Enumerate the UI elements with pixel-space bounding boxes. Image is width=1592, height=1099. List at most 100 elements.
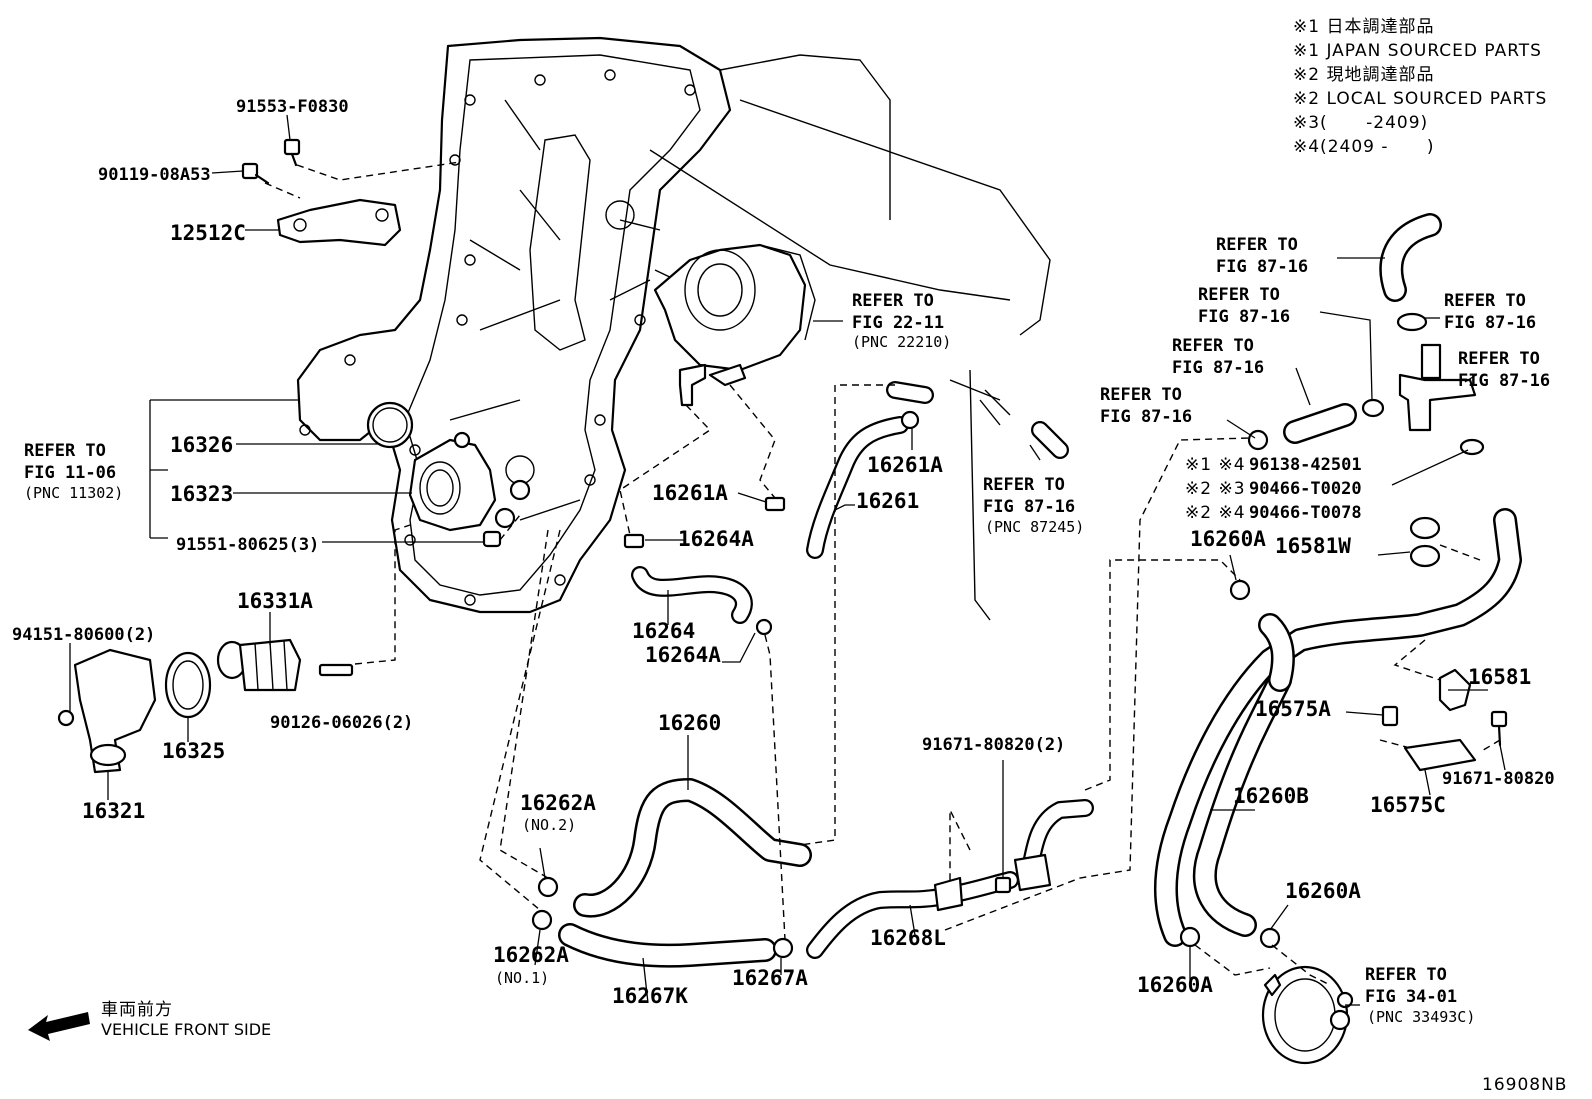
label-16321: 16321 bbox=[82, 799, 145, 823]
note-line-6: ※4(2409 - ) bbox=[1293, 137, 1435, 157]
gasket-16325-illustration bbox=[164, 651, 212, 719]
thermostat-16331a-illustration bbox=[216, 638, 302, 692]
ref-87-16-c-line1: REFER TO bbox=[1172, 336, 1254, 356]
timing-cover-illustration bbox=[296, 36, 1051, 621]
tee-joint-87-16-illustration bbox=[1398, 343, 1477, 432]
label-91551-80625: 91551-80625(3) bbox=[176, 535, 319, 555]
ref-87-16-c-line2: FIG 87-16 bbox=[1172, 358, 1264, 378]
label-16575a: 16575A bbox=[1255, 697, 1331, 721]
label-16267a: 16267A bbox=[732, 966, 808, 990]
label-16264: 16264 bbox=[632, 619, 695, 643]
hose-16267k-illustration bbox=[558, 923, 777, 968]
ref-22-11-line1: REFER TO bbox=[852, 291, 934, 311]
label-16268l: 16268L bbox=[870, 926, 946, 950]
sensor-16575a-icon bbox=[1381, 705, 1399, 727]
label-16262a-no1: 16262A bbox=[493, 943, 569, 967]
bolt-91551-icon bbox=[482, 530, 502, 548]
label-94151-80600: 94151-80600(2) bbox=[12, 625, 155, 645]
oil-cooler-illustration bbox=[1261, 965, 1354, 1065]
ref-34-01-line3: (PNC 33493C) bbox=[1367, 1008, 1475, 1026]
label-16260a-top: 16260A bbox=[1190, 527, 1266, 551]
label-no2: (NO.2) bbox=[522, 816, 576, 834]
label-16575c: 16575C bbox=[1370, 793, 1446, 817]
label-90466-t0020: 90466-T0020 bbox=[1249, 479, 1362, 499]
clamp-16267a-icon bbox=[772, 937, 794, 959]
vehicle-front-jp: 車両前方 bbox=[101, 1000, 173, 1020]
clamp-16262a-no2-icon bbox=[537, 876, 559, 898]
assembly-dashed-lines bbox=[264, 161, 1501, 986]
ref-87-16-center-line2: FIG 87-16 bbox=[983, 497, 1075, 517]
bolt-91553-icon bbox=[283, 138, 301, 167]
ref-11-06-line3: (PNC 11302) bbox=[24, 484, 123, 502]
hose-16260-illustration bbox=[573, 778, 812, 918]
ref-87-16-a-line2: FIG 87-16 bbox=[1216, 257, 1308, 277]
ref-87-16-f-line1: REFER TO bbox=[1458, 349, 1540, 369]
hose-16261-illustration bbox=[806, 381, 934, 559]
ref-87-16-e-line2: FIG 87-16 bbox=[1444, 313, 1536, 333]
water-inlet-16321-illustration bbox=[57, 648, 157, 774]
ref-22-11-line3: (PNC 22210) bbox=[852, 333, 951, 351]
bracket-16575c-illustration bbox=[1403, 738, 1477, 772]
label-no1: (NO.1) bbox=[495, 969, 549, 987]
label-96138-42501: 96138-42501 bbox=[1249, 455, 1362, 475]
notes-block: ※1 日本調達部品 ※1 JAPAN SOURCED PARTS ※2 現地調達… bbox=[1293, 17, 1547, 157]
vehicle-front-en: VEHICLE FRONT SIDE bbox=[101, 1020, 271, 1039]
bolt-91671-80820-icon bbox=[1490, 710, 1508, 747]
ref-87-16-d-line1: REFER TO bbox=[1100, 385, 1182, 405]
ref-87-16-a-line1: REFER TO bbox=[1216, 235, 1298, 255]
stud-90126-icon bbox=[318, 663, 354, 677]
ref-34-01-line1: REFER TO bbox=[1365, 965, 1447, 985]
ref-34-01-line2: FIG 34-01 bbox=[1365, 987, 1457, 1007]
label-90466-t0078: 90466-T0078 bbox=[1249, 503, 1362, 523]
label-16264a-top: 16264A bbox=[678, 527, 754, 551]
label-91671-80820-2: 91671-80820(2) bbox=[922, 735, 1065, 755]
ref-87-16-b-line2: FIG 87-16 bbox=[1198, 307, 1290, 327]
mark-1-4: ※1 ※4 bbox=[1185, 455, 1246, 475]
clamp-16260a-right-icon bbox=[1259, 927, 1281, 949]
label-16323: 16323 bbox=[170, 482, 233, 506]
label-16267k: 16267K bbox=[612, 984, 688, 1008]
label-12512c: 12512C bbox=[170, 221, 246, 245]
clamp-16264a-bottom-icon bbox=[755, 618, 773, 636]
hose-16264-illustration bbox=[631, 566, 753, 624]
note-line-4: ※2 LOCAL SOURCED PARTS bbox=[1293, 89, 1547, 109]
label-91553-f0830: 91553-F0830 bbox=[236, 97, 349, 117]
label-16325: 16325 bbox=[162, 739, 225, 763]
label-16581: 16581 bbox=[1468, 665, 1531, 689]
note-line-5: ※3( -2409) bbox=[1293, 113, 1428, 133]
hose-16268l-illustration bbox=[806, 799, 1094, 959]
hose-87-16-top-illustration bbox=[1379, 213, 1442, 332]
note-line-1: ※1 日本調達部品 bbox=[1293, 17, 1434, 37]
part-labels: 91553-F0830 90119-08A53 12512C 16326 163… bbox=[12, 97, 1566, 1095]
ref-11-06-line1: REFER TO bbox=[24, 441, 106, 461]
clamp-16262a-no1-icon bbox=[531, 909, 553, 931]
bracket-12512c-illustration bbox=[276, 198, 402, 247]
note-line-3: ※2 現地調達部品 bbox=[1293, 65, 1434, 85]
clip-16264a-top-icon bbox=[623, 533, 645, 549]
clamp-16261a-right-icon bbox=[900, 410, 920, 430]
ref-87-16-d-line2: FIG 87-16 bbox=[1100, 407, 1192, 427]
water-pump-illustration bbox=[366, 401, 531, 532]
ref-87-16-center-line3: (PNC 87245) bbox=[985, 518, 1084, 536]
ref-87-16-e-line1: REFER TO bbox=[1444, 291, 1526, 311]
hose-87-16-mid-illustration bbox=[1247, 398, 1485, 456]
ref-22-11-line2: FIG 22-11 bbox=[852, 313, 944, 333]
front-arrow-icon bbox=[28, 1012, 90, 1041]
label-16260a-bottom: 16260A bbox=[1137, 973, 1213, 997]
clamp-16581w-illustration bbox=[1409, 516, 1441, 568]
label-16261: 16261 bbox=[856, 489, 919, 513]
label-16264a-bottom: 16264A bbox=[645, 643, 721, 667]
mark-2-4: ※2 ※4 bbox=[1185, 503, 1246, 523]
clamp-16260a-top-icon bbox=[1229, 579, 1251, 601]
clamp-16260a-bottom-icon bbox=[1179, 926, 1201, 948]
label-90119-08a53: 90119-08A53 bbox=[98, 165, 211, 185]
ref-87-16-b-line1: REFER TO bbox=[1198, 285, 1280, 305]
label-16581w: 16581W bbox=[1275, 534, 1351, 558]
leader-lines bbox=[69, 114, 1506, 1006]
label-16260: 16260 bbox=[658, 711, 721, 735]
hose-pnc-87245-illustration bbox=[979, 389, 1069, 459]
label-16331a: 16331A bbox=[237, 589, 313, 613]
ref-11-06-line2: FIG 11-06 bbox=[24, 463, 116, 483]
clip-16261a-left-icon bbox=[764, 496, 786, 512]
